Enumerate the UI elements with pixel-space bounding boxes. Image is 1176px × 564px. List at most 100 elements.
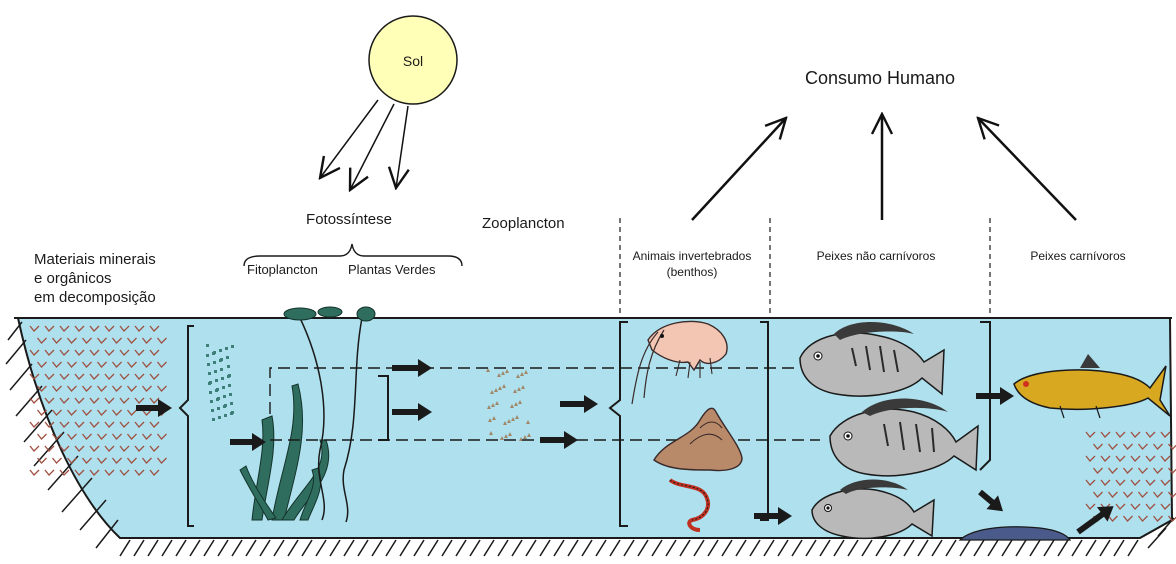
phytoplankton-particle	[227, 375, 230, 378]
detritus-mark	[30, 398, 39, 403]
invertebrates-label-line1: Animais invertebrados	[633, 249, 752, 263]
hatch-mark	[764, 540, 774, 556]
phytoplankton-particle	[229, 393, 232, 396]
hatch-mark	[694, 540, 704, 556]
detritus-mark	[30, 470, 39, 475]
hatch-mark	[442, 540, 452, 556]
hatch-mark	[372, 540, 382, 556]
minerals-label-line1: Materiais minerais	[34, 251, 156, 268]
green-plants-label: Plantas Verdes	[348, 262, 436, 277]
phytoplankton-particle	[218, 416, 221, 419]
hatch-mark	[288, 540, 298, 556]
human-consumption-arrows	[692, 114, 1076, 220]
phytoplankton-particle	[214, 370, 217, 373]
hatch-mark	[918, 540, 928, 556]
hatch-mark	[680, 540, 690, 556]
hatch-mark	[540, 540, 550, 556]
hatch-mark	[386, 540, 396, 556]
phytoplankton-particle	[223, 405, 226, 408]
phytoplankton-particle	[209, 391, 212, 394]
phytoplankton-particle	[222, 386, 225, 389]
hatch-mark	[1086, 540, 1096, 556]
hatch-mark	[582, 540, 592, 556]
hatch-mark	[1072, 540, 1082, 556]
hatch-mark	[862, 540, 872, 556]
phytoplankton-particle	[220, 368, 223, 371]
minerals-label-line3: em decomposição	[34, 289, 156, 306]
sunlight-arrows	[320, 100, 408, 190]
hatch-mark	[652, 540, 662, 556]
hatch-mark	[120, 540, 130, 556]
phytoplankton-particle	[228, 384, 231, 387]
hatch-mark	[834, 540, 844, 556]
detritus-mark	[53, 458, 62, 463]
hatch-mark	[162, 540, 172, 556]
hatch-mark	[1128, 540, 1138, 556]
hatch-mark	[946, 540, 956, 556]
hatch-mark	[232, 540, 242, 556]
phytoplankton-particle	[206, 354, 209, 357]
hatch-mark	[666, 540, 676, 556]
phytoplankton-particle	[223, 395, 226, 398]
hatch-mark	[246, 540, 256, 556]
hatch-mark	[1114, 540, 1124, 556]
phytoplankton-particle	[208, 372, 211, 375]
hatch-mark	[1044, 540, 1054, 556]
bottom-hatching	[120, 540, 1138, 556]
detritus-mark	[30, 446, 39, 451]
hatch-mark	[414, 540, 424, 556]
hatch-mark	[806, 540, 816, 556]
phytoplankton-particle	[215, 379, 218, 382]
human-consumption-label: Consumo Humano	[805, 68, 955, 88]
minerals-label-line2: e orgânicos	[34, 270, 112, 287]
hatch-mark	[176, 540, 186, 556]
phytoplankton-particle	[230, 412, 233, 415]
hatch-mark	[750, 540, 760, 556]
invertebrates-label-line2: (benthos)	[667, 265, 718, 279]
phytoplankton-particle	[219, 359, 222, 362]
phytoplankton-particle	[219, 349, 222, 352]
detritus-mark	[38, 458, 47, 463]
hatch-mark	[218, 540, 228, 556]
hatch-mark	[456, 540, 466, 556]
phytoplankton-particle	[225, 347, 228, 350]
photosynthesis-label: Fotossíntese	[306, 211, 392, 228]
hatch-mark	[792, 540, 802, 556]
hatch-mark	[638, 540, 648, 556]
detritus-mark	[45, 470, 54, 475]
hatch-mark	[568, 540, 578, 556]
phytoplankton-particle	[217, 407, 220, 410]
phytoplankton-particle	[211, 409, 214, 412]
detritus-mark	[38, 434, 47, 439]
phytoplankton-particle	[224, 414, 227, 417]
hatch-mark	[1030, 540, 1040, 556]
hatch-mark	[988, 540, 998, 556]
hatch-mark	[820, 540, 830, 556]
non-carnivorous-fish-label: Peixes não carnívoros	[817, 249, 936, 263]
hatch-mark	[932, 540, 942, 556]
hatch-mark	[400, 540, 410, 556]
phytoplankton-particle	[216, 398, 219, 401]
hatch-mark	[484, 540, 494, 556]
phytoplankton-particle	[207, 363, 210, 366]
hatch-mark	[316, 540, 326, 556]
phytoplankton-particle	[230, 402, 233, 405]
hatch-mark	[904, 540, 914, 556]
hatch-mark	[778, 540, 788, 556]
hatch-mark	[428, 540, 438, 556]
phytoplankton-particle	[213, 361, 216, 364]
hatch-mark	[526, 540, 536, 556]
hatch-mark	[204, 540, 214, 556]
hatch-mark	[708, 540, 718, 556]
phytoplankton-particle	[231, 345, 234, 348]
hatch-mark	[260, 540, 270, 556]
phytoplankton-particle	[212, 418, 215, 421]
hatch-mark	[722, 540, 732, 556]
hatch-mark	[274, 540, 284, 556]
hatch-mark	[624, 540, 634, 556]
hatch-mark	[736, 540, 746, 556]
hatch-mark	[1100, 540, 1110, 556]
phytoplankton-particle	[227, 365, 230, 368]
